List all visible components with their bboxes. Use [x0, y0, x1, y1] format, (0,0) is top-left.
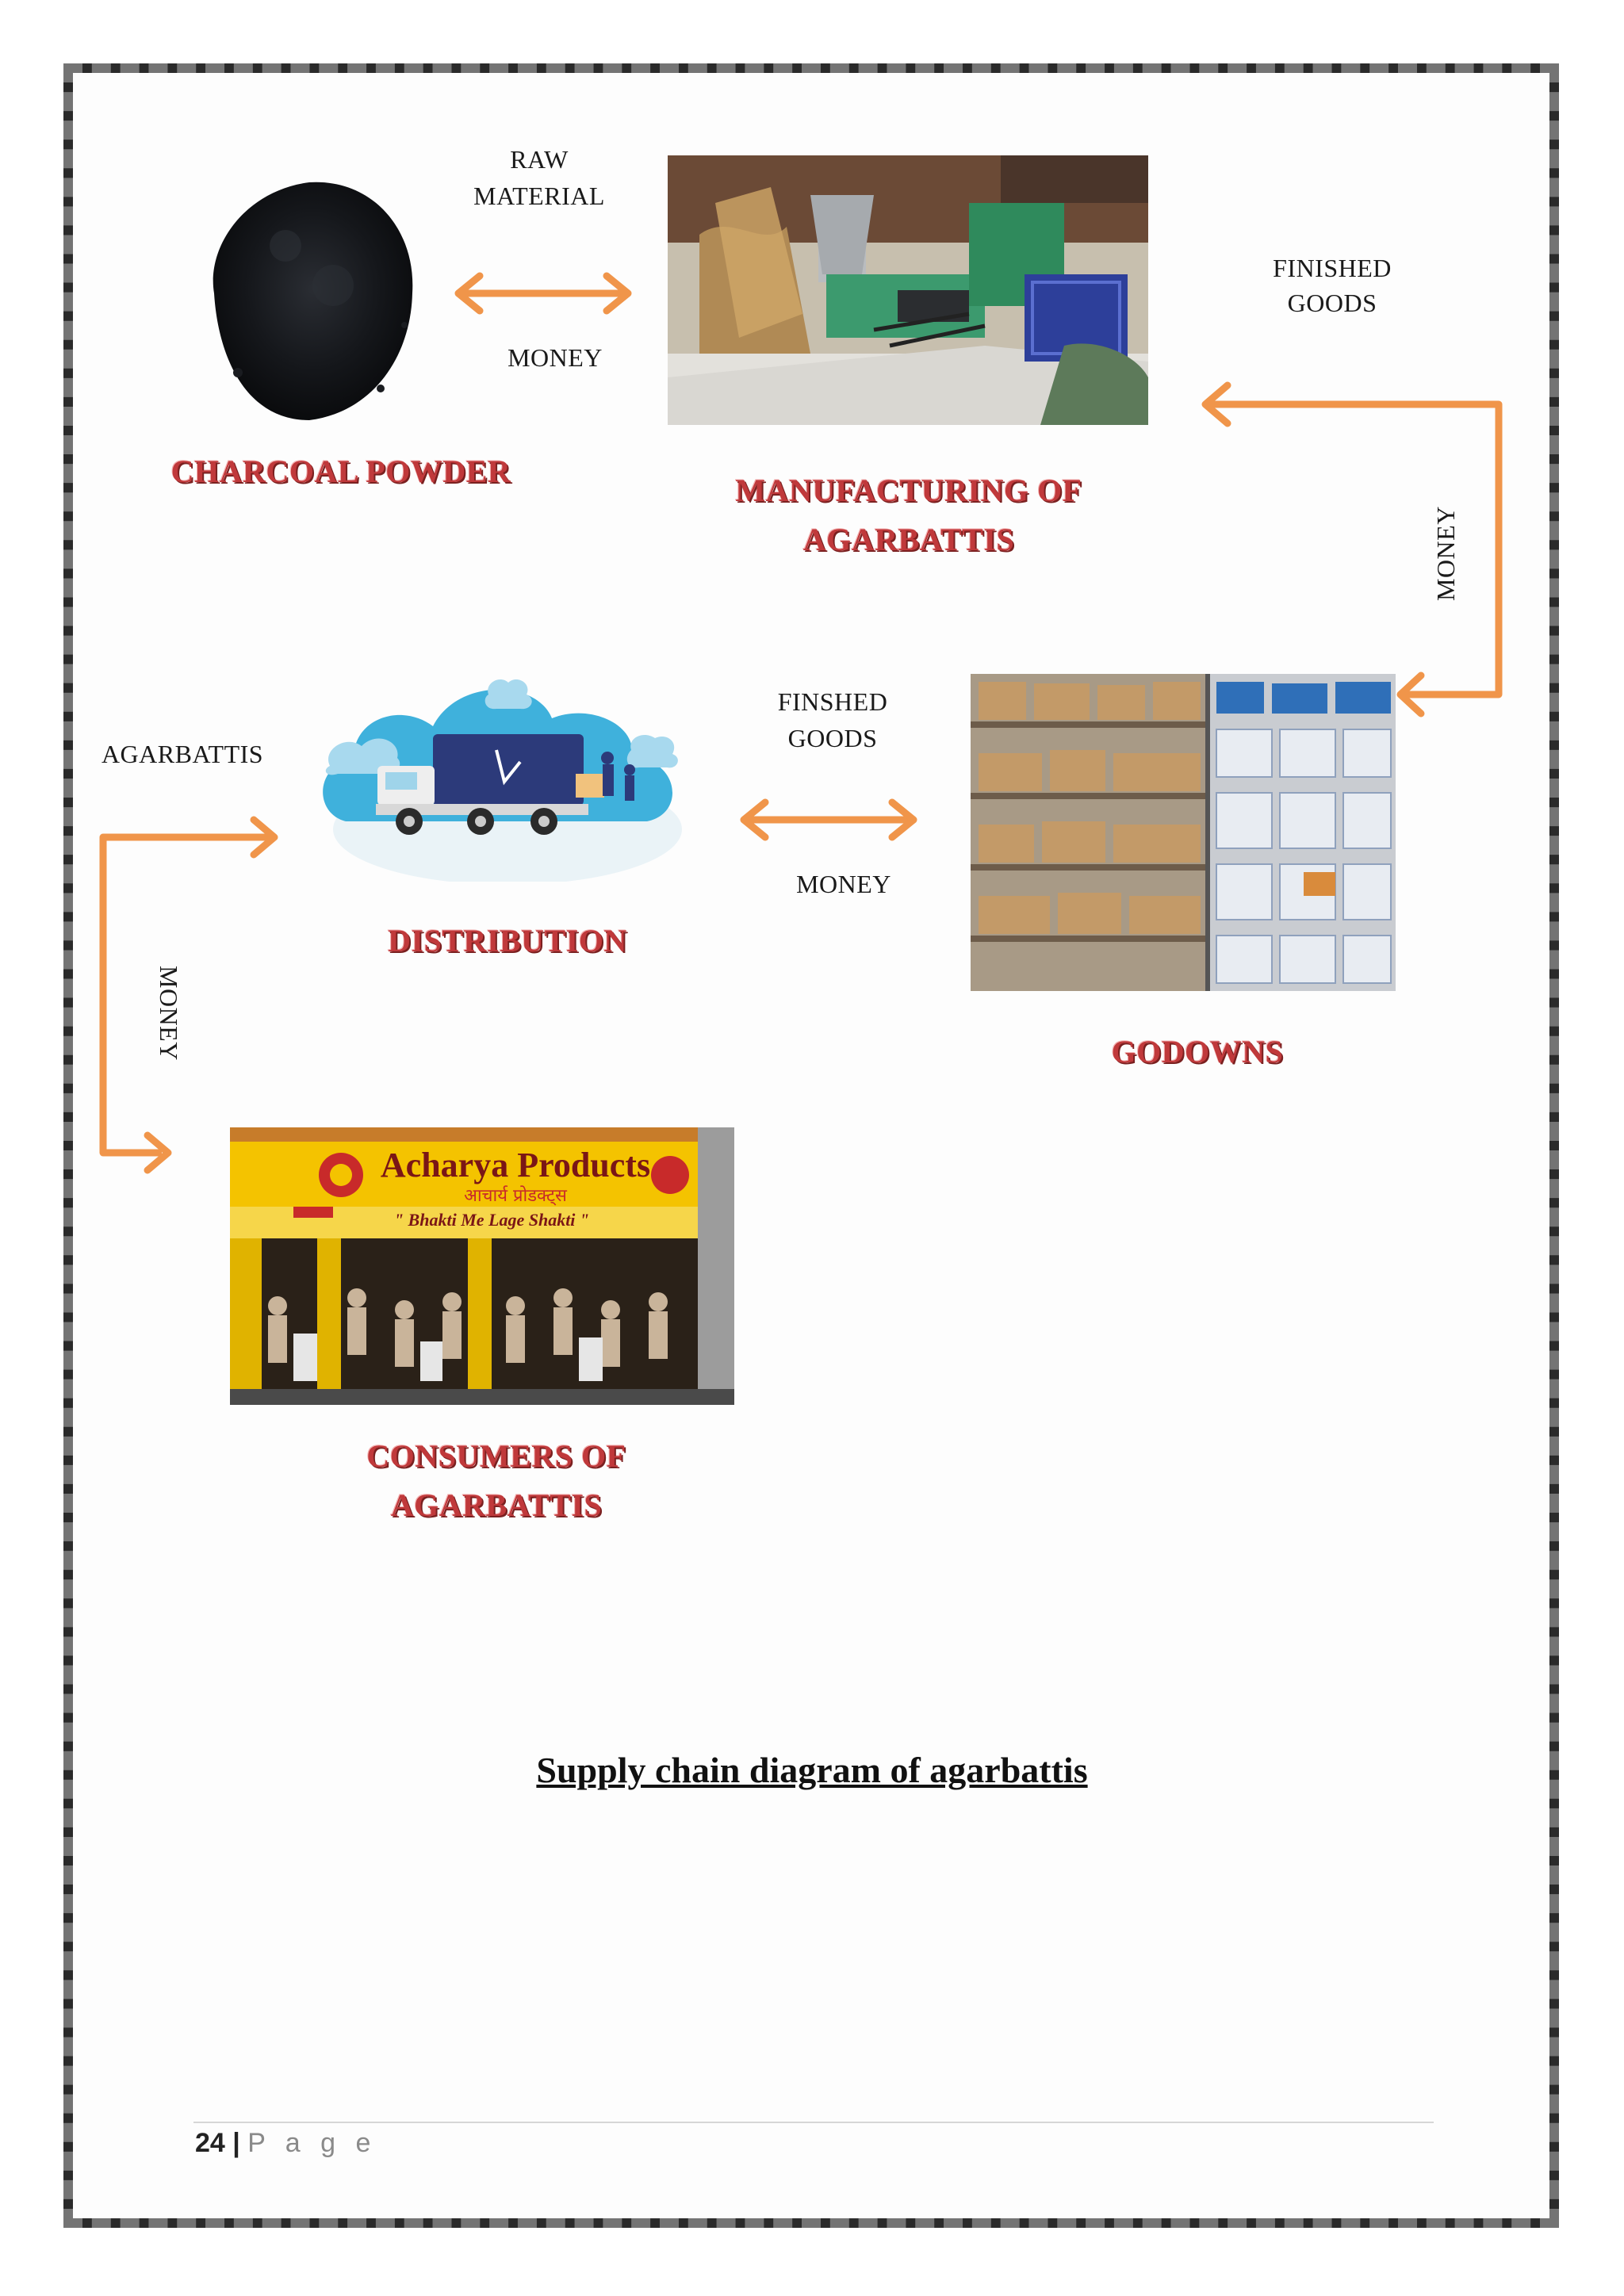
node-consumers-line2: AGARBATTIS	[390, 1487, 603, 1523]
flow-raw-material-line1: RAW	[510, 145, 569, 174]
distribution-truck-illustration	[306, 671, 709, 882]
manufacturing-machine-image	[668, 155, 1148, 425]
node-manufacturing-line2: AGARBATTIS	[802, 522, 1015, 557]
bracket-arrow-manufacturing-godowns	[1201, 381, 1503, 718]
flow-raw-material-label: RAW MATERIAL	[444, 141, 634, 214]
shop-sign-hindi: आचार्य प्रोडक्ट्स	[464, 1186, 567, 1206]
page-word: P a g e	[247, 2128, 377, 2158]
node-manufacturing-line1: MANUFACTURING OF	[735, 473, 1082, 508]
shop-sign-tagline: " Bhakti Me Lage Shakti "	[393, 1210, 590, 1230]
consumers-shop-image: Acharya Products आचार्य प्रोडक्ट्स " Bha…	[230, 1127, 734, 1405]
flow-money-left: MONEY	[155, 966, 183, 1061]
node-manufacturing: MANUFACTURING OF AGARBATTIS	[671, 466, 1147, 564]
double-arrow-charcoal-manufacturing	[454, 272, 632, 315]
flow-finshed-goods-label: FINSHED GOODS	[737, 683, 928, 756]
flow-agarbattis-label: AGARBATTIS	[101, 740, 264, 768]
shop-sign-name: Acharya Products	[380, 1146, 651, 1184]
flow-money-top: MONEY	[508, 343, 603, 372]
page-footer: 24 | P a g e	[195, 2128, 377, 2159]
footer-divider	[193, 2122, 1434, 2123]
node-distribution: DISTRIBUTION	[388, 923, 627, 959]
node-consumers-line1: CONSUMERS OF	[366, 1438, 626, 1474]
page-number: 24	[195, 2128, 225, 2158]
diagram-caption: Supply chain diagram of agarbattis	[536, 1750, 1088, 1790]
godowns-warehouse-image	[971, 674, 1396, 991]
node-godowns: GODOWNS	[1111, 1034, 1284, 1070]
page-separator: |	[232, 2128, 240, 2158]
flow-finished-goods-label: FINISHED GOODS	[1237, 251, 1427, 320]
charcoal-powder-image	[190, 159, 428, 428]
bracket-arrow-distribution-consumers	[99, 816, 278, 1174]
node-consumers: CONSUMERS OF AGARBATTIS	[282, 1432, 710, 1530]
flow-finished-goods-line1: FINISHED	[1273, 254, 1392, 282]
flow-finshed-goods-line2: GOODS	[787, 724, 878, 752]
flow-finished-goods-line2: GOODS	[1287, 289, 1377, 317]
flow-money-right: MONEY	[1431, 506, 1460, 601]
double-arrow-distribution-godowns	[740, 798, 917, 841]
flow-money-middle: MONEY	[796, 870, 891, 898]
flow-finshed-goods-line1: FINSHED	[777, 687, 888, 716]
flow-raw-material-line2: MATERIAL	[473, 182, 605, 210]
node-charcoal-powder: CHARCOAL POWDER	[170, 453, 511, 489]
